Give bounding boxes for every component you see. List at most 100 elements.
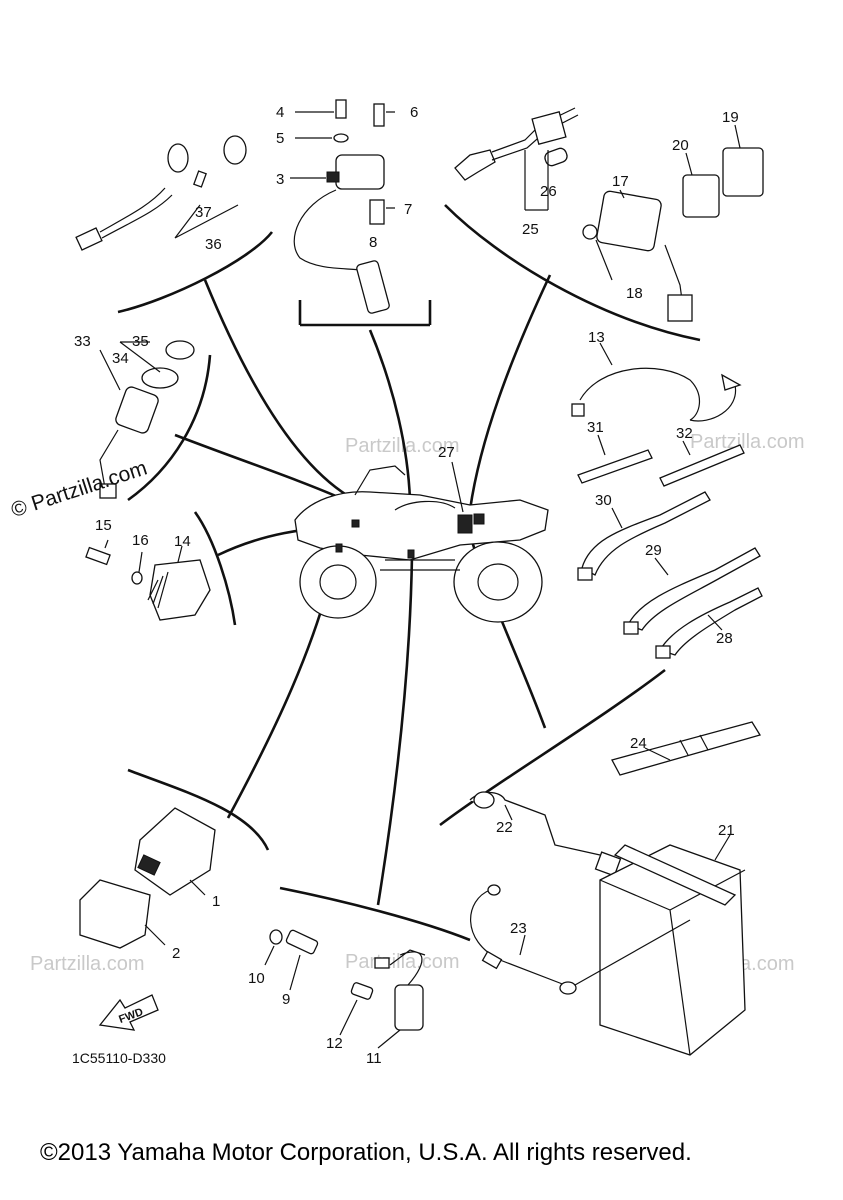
bracket-harness-topleft <box>117 231 274 314</box>
part-5-washer <box>333 133 349 143</box>
callout-31: 31 <box>587 419 604 436</box>
part-11-sensor <box>394 984 424 1031</box>
part-13-arrow <box>721 373 742 391</box>
callout-2: 2 <box>172 945 180 962</box>
watermark-dark-left: © Partzilla.com <box>8 457 150 523</box>
atv-cdi-marker <box>335 543 343 553</box>
leader-36-37 <box>174 204 239 239</box>
part-coil-lead <box>293 189 361 271</box>
watermark-layer: Partzilla.com Partzilla.com Partzilla.co… <box>30 431 804 975</box>
part-14-rectifier <box>149 559 211 621</box>
part-harness-connector <box>75 227 103 251</box>
callout-5: 5 <box>276 130 284 147</box>
part-33-wire <box>99 429 119 489</box>
leaders-cdi <box>144 879 206 946</box>
leaders-ties <box>451 342 723 631</box>
part-2-unit <box>79 879 151 949</box>
callout-3: 3 <box>276 171 284 188</box>
part-22-fuse <box>594 851 622 877</box>
callout-37: 37 <box>195 204 212 221</box>
part-24-band-lines <box>679 734 709 756</box>
atv-front-hub <box>319 564 357 600</box>
watermark-center-lower: Partzilla.com <box>345 951 459 973</box>
group-battery-21-24 <box>469 721 762 1056</box>
leaders-25 <box>524 150 549 211</box>
drawing-code: 1C55110-D330 <box>72 1050 166 1066</box>
part-16-washer <box>131 571 143 585</box>
callout-22: 22 <box>496 819 513 836</box>
callout-25: 25 <box>522 221 539 238</box>
atv-rear-wheel <box>453 541 543 623</box>
atv-handlebar <box>354 465 406 496</box>
callout-19: 19 <box>722 109 739 126</box>
part-22-terminal <box>473 791 495 809</box>
callout-12: 12 <box>326 1035 343 1052</box>
part-31-tie <box>577 449 653 484</box>
fwd-arrow: FWD <box>98 994 159 1031</box>
group-coil-3-8 <box>290 99 395 314</box>
leaders-battery <box>504 747 731 956</box>
part-11-terminal <box>374 957 390 969</box>
part-6-screw <box>373 103 385 127</box>
callout-34: 34 <box>112 350 129 367</box>
part-13-clip <box>571 403 585 417</box>
group-relay-17-26 <box>454 107 764 322</box>
callout-36: 36 <box>205 236 222 253</box>
part-21-edges <box>599 869 746 1056</box>
callout-29: 29 <box>645 542 662 559</box>
callout-24: 24 <box>630 735 647 752</box>
callout-8: 8 <box>369 234 377 251</box>
part-21-strap <box>613 844 737 906</box>
callout-32: 32 <box>676 425 693 442</box>
part-1-cdi <box>134 807 216 896</box>
watermark-right-upper: Partzilla.com <box>690 431 804 453</box>
part-10-gasket <box>269 929 283 945</box>
watermark-center: Partzilla.com <box>345 435 459 457</box>
group-neutral-9-12 <box>264 929 426 1049</box>
atv-rear-hub <box>477 563 519 601</box>
callout-33: 33 <box>74 333 91 350</box>
callout-11: 11 <box>366 1050 382 1067</box>
part-ignition-coil <box>335 154 385 190</box>
callout-6: 6 <box>410 104 418 121</box>
callout-21: 21 <box>718 822 735 839</box>
atv-seat <box>394 500 456 511</box>
callout-27: 27 <box>438 444 455 461</box>
part-8-plug-cap <box>356 260 390 314</box>
leader-harness <box>203 279 356 502</box>
part-19-relay <box>722 147 764 197</box>
part-25-plug <box>454 149 496 181</box>
part-9-switch <box>285 929 319 955</box>
bracket-relay <box>444 204 701 342</box>
part-33-switch <box>115 386 159 434</box>
part-34-nut <box>141 367 179 389</box>
part-37-fuse <box>193 170 207 188</box>
part-23-boot <box>481 950 503 970</box>
watermark-left-lower: Partzilla.com <box>30 953 144 975</box>
group-mainswitch-33-35 <box>99 340 195 499</box>
callout-20: 20 <box>672 137 689 154</box>
part-12-bolt <box>350 982 374 1000</box>
bracket-battery <box>439 668 666 827</box>
callout-7: 7 <box>404 201 412 218</box>
part-4-bolt <box>335 99 347 119</box>
group-brackets <box>117 204 701 942</box>
leaders-33-35 <box>99 341 161 391</box>
part-23-terminal <box>559 981 577 995</box>
part-1-socket <box>137 854 161 876</box>
part-13-harness <box>579 367 737 422</box>
part-3-clip <box>326 171 340 183</box>
leaders-rectifier <box>104 539 183 573</box>
part-29-head <box>623 621 639 635</box>
part-24-band <box>611 721 762 776</box>
leader-relay <box>468 274 552 511</box>
part-28-tie <box>659 587 763 656</box>
callout-10: 10 <box>248 970 265 987</box>
part-35-cap <box>165 340 195 360</box>
part-30-tie <box>581 491 711 576</box>
part-harness-boot-1 <box>167 143 189 173</box>
part-33-connector <box>99 483 117 499</box>
part-23-ring <box>487 884 501 896</box>
callout-17: 17 <box>612 173 629 190</box>
part-17-relay <box>596 190 662 252</box>
